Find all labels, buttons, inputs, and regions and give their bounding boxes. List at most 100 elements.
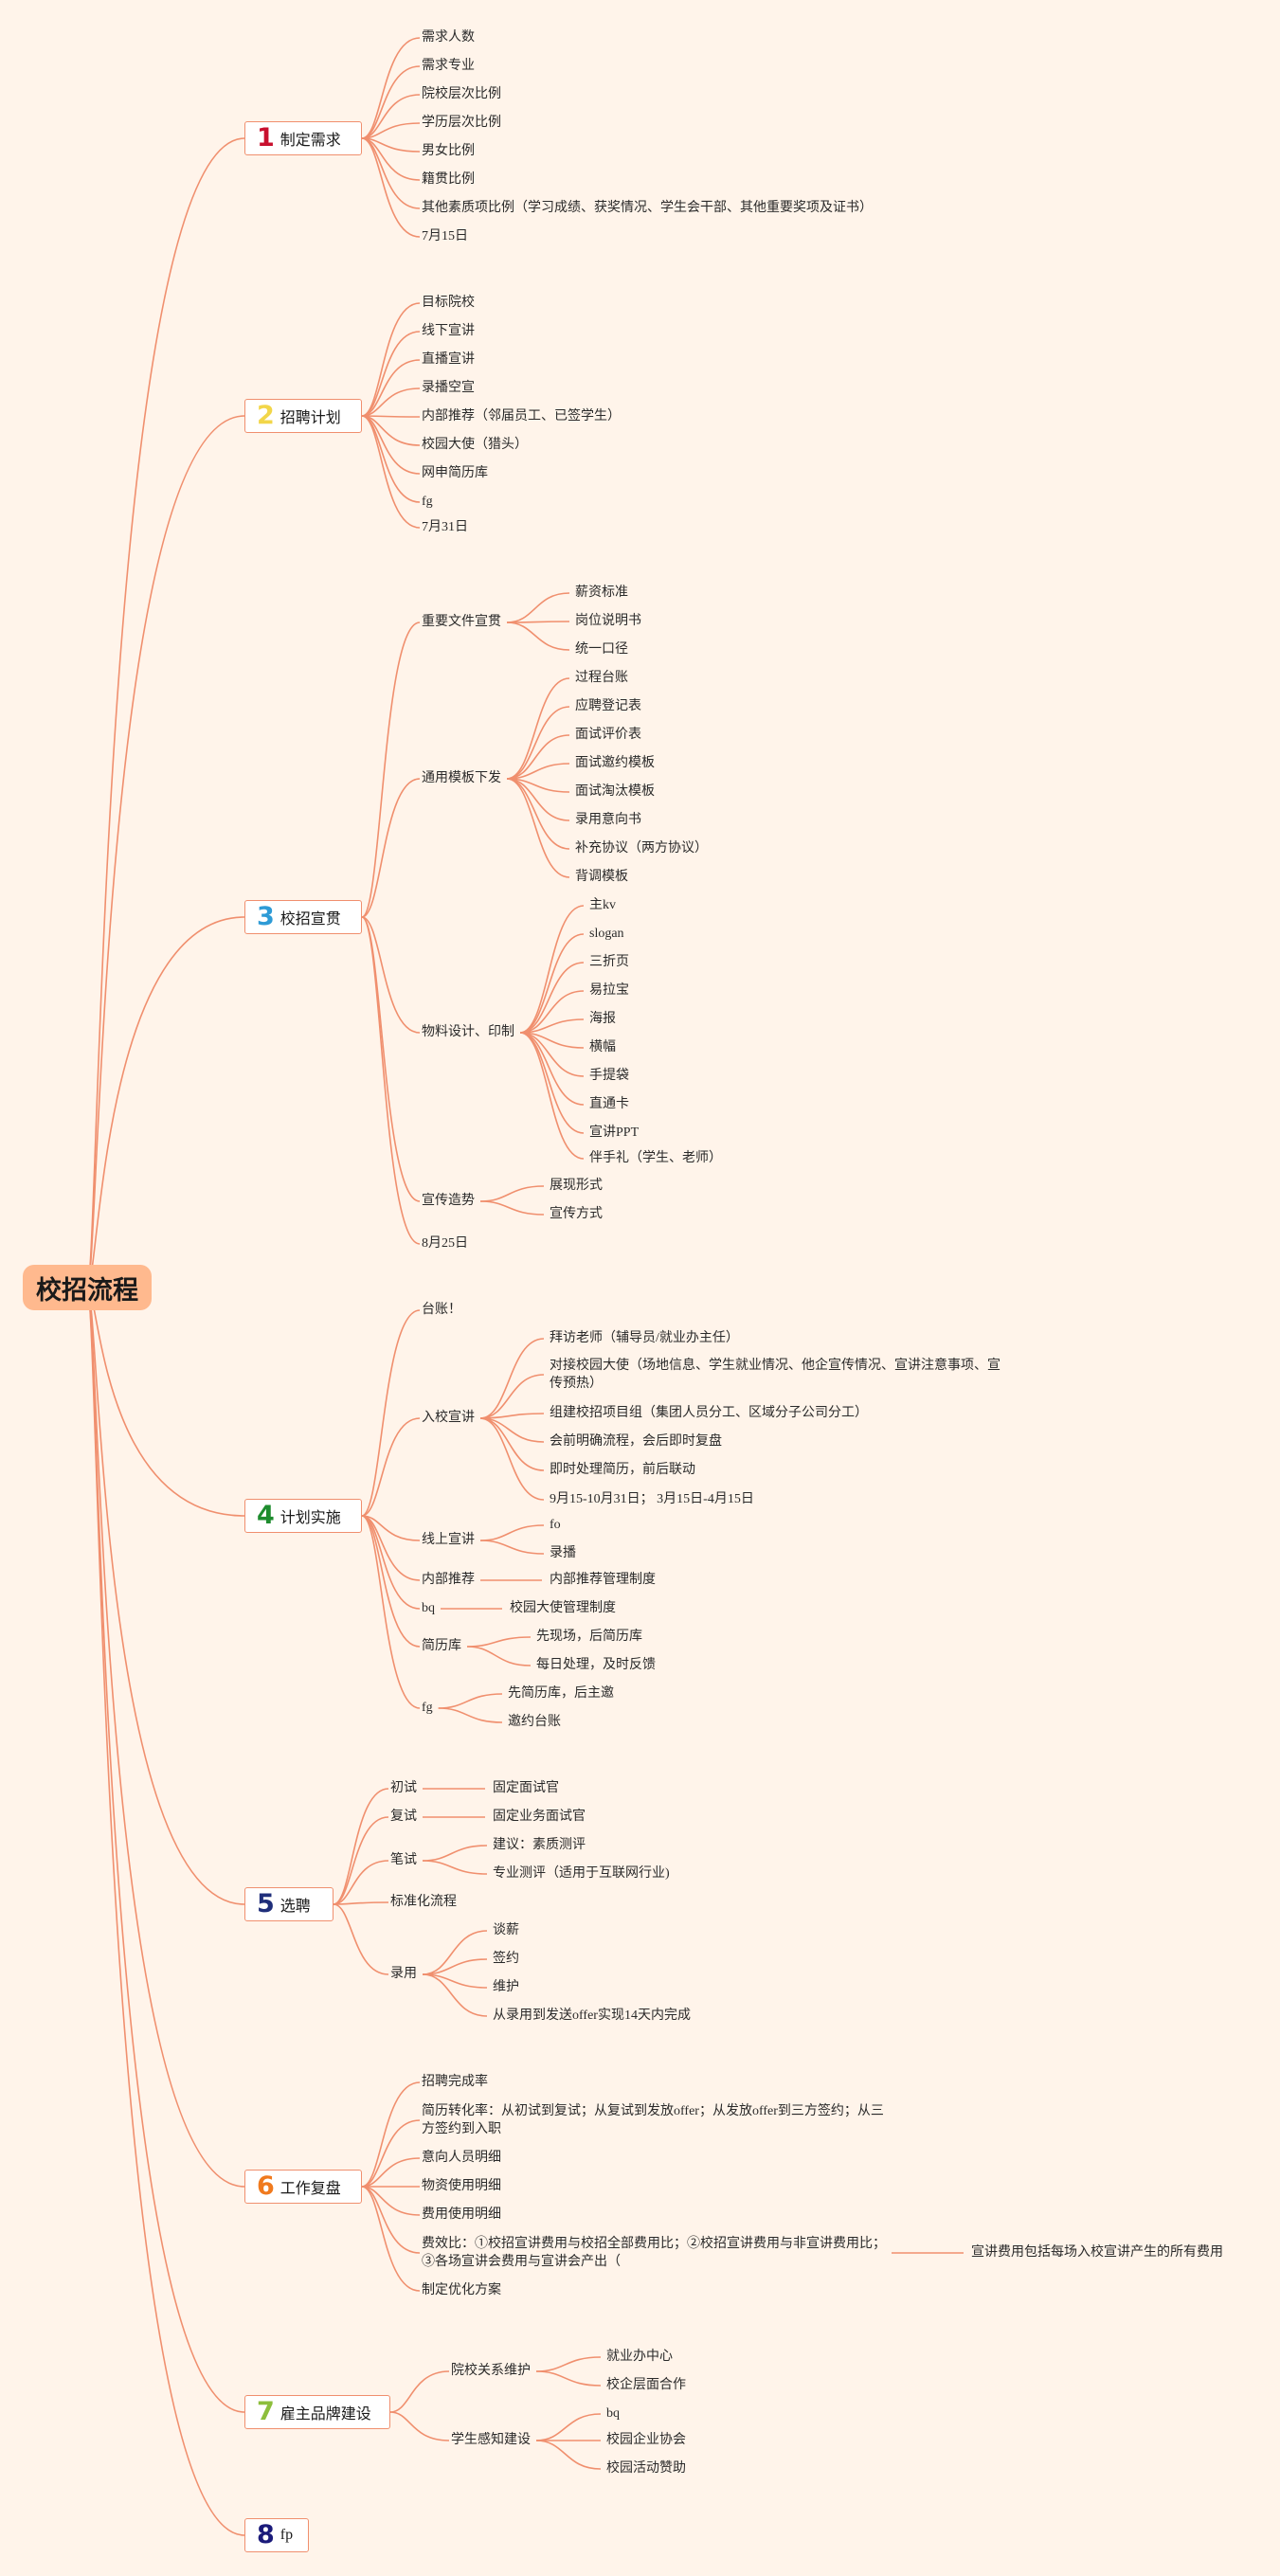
node-5-1[interactable]: 初试 [390,1781,417,1795]
node-4-7[interactable]: fg [422,1701,433,1715]
node-3-3[interactable]: 物料设计、印制 [422,1025,514,1039]
node-6-2[interactable]: 简历转化率：从初试到复试；从复试到发放offer；从发放offer到三方签约；从… [422,2104,884,2136]
node-6-6-1[interactable]: 宣讲费用包括每场入校宣讲产生的所有费用 [971,2245,1223,2260]
node-1-6[interactable]: 籍贯比例 [422,172,475,187]
node-4-2-5[interactable]: 即时处理简历，前后联动 [550,1463,695,1477]
node-3-4-1[interactable]: 展现形式 [550,1179,603,1193]
node-4-6-2[interactable]: 每日处理，及时反馈 [536,1658,656,1672]
node-3-3-6[interactable]: 横幅 [589,1040,616,1054]
node-3-2-4[interactable]: 面试邀约模板 [575,756,655,770]
node-1-4[interactable]: 学历层次比例 [422,116,501,130]
node-3-3-1[interactable]: 主kv [589,898,616,912]
node-5-5[interactable]: 录用 [390,1967,417,1981]
node-1-2[interactable]: 需求专业 [422,59,475,73]
node-5-5-4[interactable]: 从录用到发送offer实现14天内完成 [493,2009,691,2023]
node-3-3-2[interactable]: slogan [589,927,624,941]
node-3-2-5[interactable]: 面试淘汰模板 [575,784,655,799]
node-2-7[interactable]: 网申简历库 [422,466,488,480]
node-3-1-2[interactable]: 岗位说明书 [575,614,641,628]
node-2-5[interactable]: 内部推荐（邻届员工、已签学生） [422,409,621,423]
node-5-5-1[interactable]: 谈薪 [493,1923,519,1937]
node-7-2-3[interactable]: 校园活动赞助 [606,2461,686,2476]
node-3-1-3[interactable]: 统一口径 [575,642,628,657]
node-5-2-1[interactable]: 固定业务面试官 [493,1810,586,1824]
node-3-1-1[interactable]: 薪资标准 [575,585,628,600]
node-4-5-1[interactable]: 校园大使管理制度 [510,1601,616,1615]
node-1-7[interactable]: 其他素质项比例（学习成绩、获奖情况、学生会干部、其他重要奖项及证书） [422,201,873,215]
node-3-2-2[interactable]: 应聘登记表 [575,699,641,713]
node-5-5-2[interactable]: 签约 [493,1952,519,1966]
node-3-3-9[interactable]: 宣讲PPT [589,1126,640,1140]
node-3-2-6[interactable]: 录用意向书 [575,813,641,827]
node-7-2-2[interactable]: 校园企业协会 [606,2433,686,2447]
node-4-7-2[interactable]: 邀约台账 [508,1715,561,1729]
root-node[interactable]: 校招流程 [23,1265,152,1310]
node-6-4[interactable]: 物资使用明细 [422,2179,501,2193]
node-4-5[interactable]: bq [422,1601,435,1615]
node-6-6[interactable]: 费效比：①校招宣讲费用与校招全部费用比；②校招宣讲费用与非宣讲费用比；③各场宣讲… [422,2237,886,2269]
node-3-4-2[interactable]: 宣传方式 [550,1207,603,1221]
node-5-1-1[interactable]: 固定面试官 [493,1781,559,1795]
node-5-4[interactable]: 标准化流程 [390,1895,457,1909]
node-3-3-3[interactable]: 三折页 [589,955,629,969]
node-2-8[interactable]: fg [422,495,433,509]
node-2-1[interactable]: 目标院校 [422,296,475,310]
node-4-2-2[interactable]: 对接校园大使（场地信息、学生就业情况、他企宣传情况、宣讲注意事项、宣传预热） [550,1359,1001,1391]
node-4-2-4[interactable]: 会前明确流程，会后即时复盘 [550,1434,722,1449]
node-4-1[interactable]: 台账！ [422,1303,461,1317]
node-7-2-1[interactable]: bq [606,2406,620,2421]
node-3-2-7[interactable]: 补充协议（两方协议） [575,841,708,856]
node-4-3-2[interactable]: 录播 [550,1546,576,1560]
node-5-5-3[interactable]: 维护 [493,1980,519,1994]
node-3-4[interactable]: 宣传造势 [422,1194,475,1208]
node-3-3-5[interactable]: 海报 [589,1012,616,1026]
node-3-3-10[interactable]: 伴手礼（学生、老师） [589,1151,722,1165]
node-6-1[interactable]: 招聘完成率 [422,2075,488,2089]
node-3-1[interactable]: 重要文件宣贯 [422,615,501,629]
node-3-3-4[interactable]: 易拉宝 [589,983,629,998]
node-4-3[interactable]: 线上宣讲 [422,1533,475,1547]
node-5-3-2[interactable]: 专业测评（适用于互联网行业) [493,1866,670,1881]
node-1-8[interactable]: 7月15日 [422,229,468,243]
node-4-6[interactable]: 简历库 [422,1639,461,1653]
node-3-2-8[interactable]: 背调模板 [575,870,628,884]
node-4-3-1[interactable]: fo [550,1518,561,1532]
node-3-2-1[interactable]: 过程台账 [575,671,628,685]
node-1-1[interactable]: 需求人数 [422,30,475,45]
node-5-3-1[interactable]: 建议：素质测评 [493,1838,586,1852]
node-6-7[interactable]: 制定优化方案 [422,2283,501,2297]
node-3-3-7[interactable]: 手提袋 [589,1069,629,1083]
node-6-3[interactable]: 意向人员明细 [422,2151,501,2165]
node-4-7-1[interactable]: 先简历库，后主邀 [508,1686,614,1701]
node-4-2-1[interactable]: 拜访老师（辅导员/就业办主任） [550,1331,739,1345]
node-3-2[interactable]: 通用模板下发 [422,771,501,785]
node-3-5[interactable]: 8月25日 [422,1236,468,1251]
node-2-2[interactable]: 线下宣讲 [422,324,475,338]
node-6-5[interactable]: 费用使用明细 [422,2207,501,2222]
node-4-4[interactable]: 内部推荐 [422,1573,475,1587]
node-4-6-1[interactable]: 先现场，后简历库 [536,1630,642,1644]
node-2-4[interactable]: 录播空宣 [422,381,475,395]
node-7-2[interactable]: 学生感知建设 [451,2433,531,2447]
node-7-1[interactable]: 院校关系维护 [451,2364,531,2378]
node-2-3[interactable]: 直播宣讲 [422,352,475,367]
node-4-2[interactable]: 入校宣讲 [422,1411,475,1425]
node-7-1-2[interactable]: 校企层面合作 [606,2378,686,2392]
node-4-2-3[interactable]: 组建校招项目组（集团人员分工、区域分子公司分工） [550,1406,868,1420]
node-1-5[interactable]: 男女比例 [422,144,475,158]
node-5-3[interactable]: 笔试 [390,1853,417,1867]
node-3-3-8[interactable]: 直通卡 [589,1097,629,1111]
node-2-6[interactable]: 校园大使（猎头） [422,438,528,452]
node-3-2-3[interactable]: 面试评价表 [575,728,641,742]
node-4-2-6[interactable]: 9月15-10月31日； 3月15日-4月15日 [550,1492,754,1506]
node-1-3[interactable]: 院校层次比例 [422,87,501,101]
node-5-2[interactable]: 复试 [390,1810,417,1824]
